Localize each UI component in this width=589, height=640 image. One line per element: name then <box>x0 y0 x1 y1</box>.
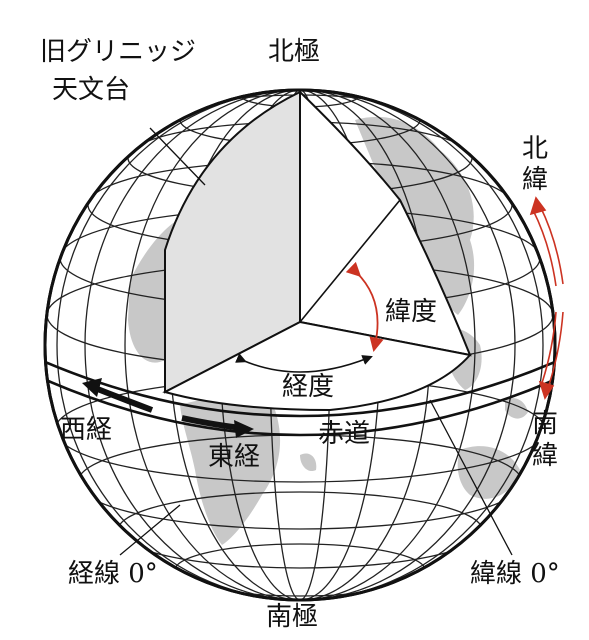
east-longitude-arrow <box>181 415 254 438</box>
south-latitude-label-1: 南 <box>532 409 558 439</box>
north-pole-label: 北極 <box>268 37 320 67</box>
cut-face-right <box>299 90 472 357</box>
land-asia <box>355 116 475 315</box>
equator-band <box>45 360 555 437</box>
latitude-radius <box>299 199 401 323</box>
cut-face-left <box>164 90 301 394</box>
greenwich-label-line2: 天文台 <box>52 75 130 105</box>
longitude-angle-arrow <box>235 353 373 373</box>
north-latitude-label-2: 緯 <box>522 165 548 195</box>
longitude-label: 経度 <box>282 372 334 402</box>
south-latitude-label-2: 緯 <box>532 441 558 471</box>
leader-lines <box>119 127 513 556</box>
east-longitude-label: 東経 <box>208 442 260 472</box>
land-islands <box>300 398 528 472</box>
latitude-label: 緯度 <box>385 297 437 327</box>
west-longitude-arrow <box>82 378 154 413</box>
latitude-angle-arrow <box>345 261 384 353</box>
north-latitude-label-1: 北 <box>522 134 548 164</box>
north-latitude-arrows <box>529 196 564 287</box>
equator-label: 赤道 <box>318 419 370 449</box>
west-longitude-label: 西経 <box>60 415 112 445</box>
zero-latitude-label: 緯線 0° <box>470 559 560 589</box>
greenwich-label-line1: 旧グリニッジ <box>40 37 196 67</box>
prime-meridian-label: 経線 0° <box>68 559 158 589</box>
cut-face-bottom <box>162 320 472 412</box>
south-pole-label: 南極 <box>266 602 318 632</box>
south-latitude-arrows <box>538 311 564 400</box>
